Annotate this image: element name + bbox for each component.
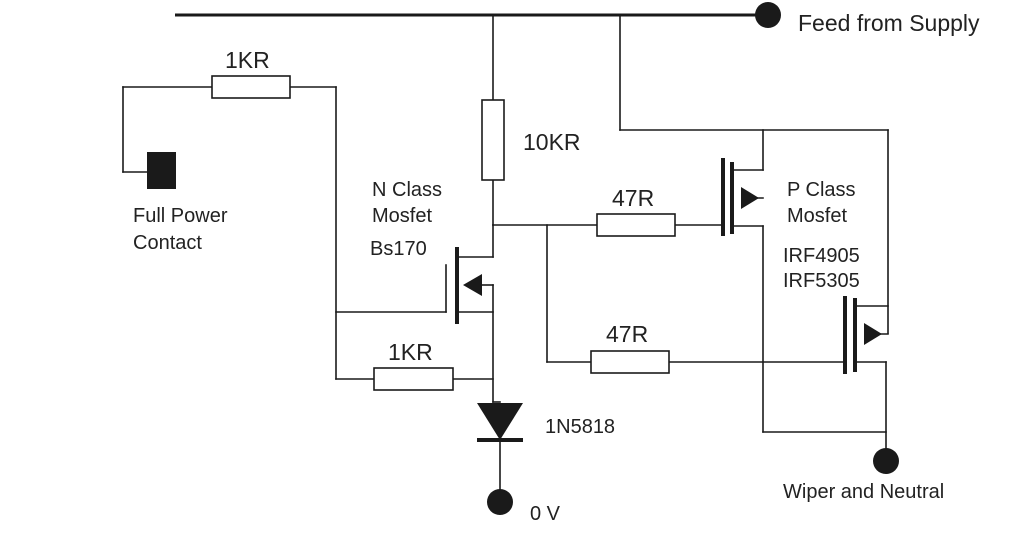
diode-label: 1N5818 [545, 416, 615, 438]
pmos-transistor-upper [721, 158, 759, 236]
full-power-contact[interactable] [147, 152, 176, 189]
pmos-part-label-1: IRF4905 [783, 245, 860, 267]
resistor-bottom [373, 367, 454, 391]
resistor-bias-label: 10KR [523, 129, 581, 155]
nmos-label-line1: N Class [372, 179, 442, 201]
pmos-label-line2: Mosfet [787, 205, 847, 227]
pmos-part-label-2: IRF5305 [783, 270, 860, 292]
resistor-top-left [211, 75, 291, 99]
resistor-gate-lower-label: 47R [606, 321, 648, 347]
pmos-transistor-lower [843, 296, 882, 374]
resistor-gate-upper-label: 47R [612, 185, 654, 211]
ground-terminal[interactable] [487, 489, 513, 515]
supply-terminal[interactable] [755, 2, 781, 28]
nmos-part-label: Bs170 [370, 238, 427, 260]
wiring [122, 14, 889, 491]
output-label: Wiper and Neutral [783, 481, 944, 503]
output-terminal[interactable] [873, 448, 899, 474]
supply-label: Feed from Supply [798, 10, 980, 36]
resistor-gate-lower [590, 350, 670, 374]
resistor-gate-upper [596, 213, 676, 237]
contact-label-line1: Full Power [133, 205, 228, 227]
nmos-label-line2: Mosfet [372, 205, 432, 227]
pmos-label-line1: P Class [787, 179, 856, 201]
resistor-bottom-label: 1KR [388, 339, 433, 365]
contact-label-line2: Contact [133, 232, 202, 254]
nmos-transistor [455, 247, 494, 324]
ground-label: 0 V [530, 503, 561, 525]
diode-symbol [477, 403, 523, 442]
resistor-top-left-label: 1KR [225, 47, 270, 73]
resistor-bias [481, 99, 505, 181]
